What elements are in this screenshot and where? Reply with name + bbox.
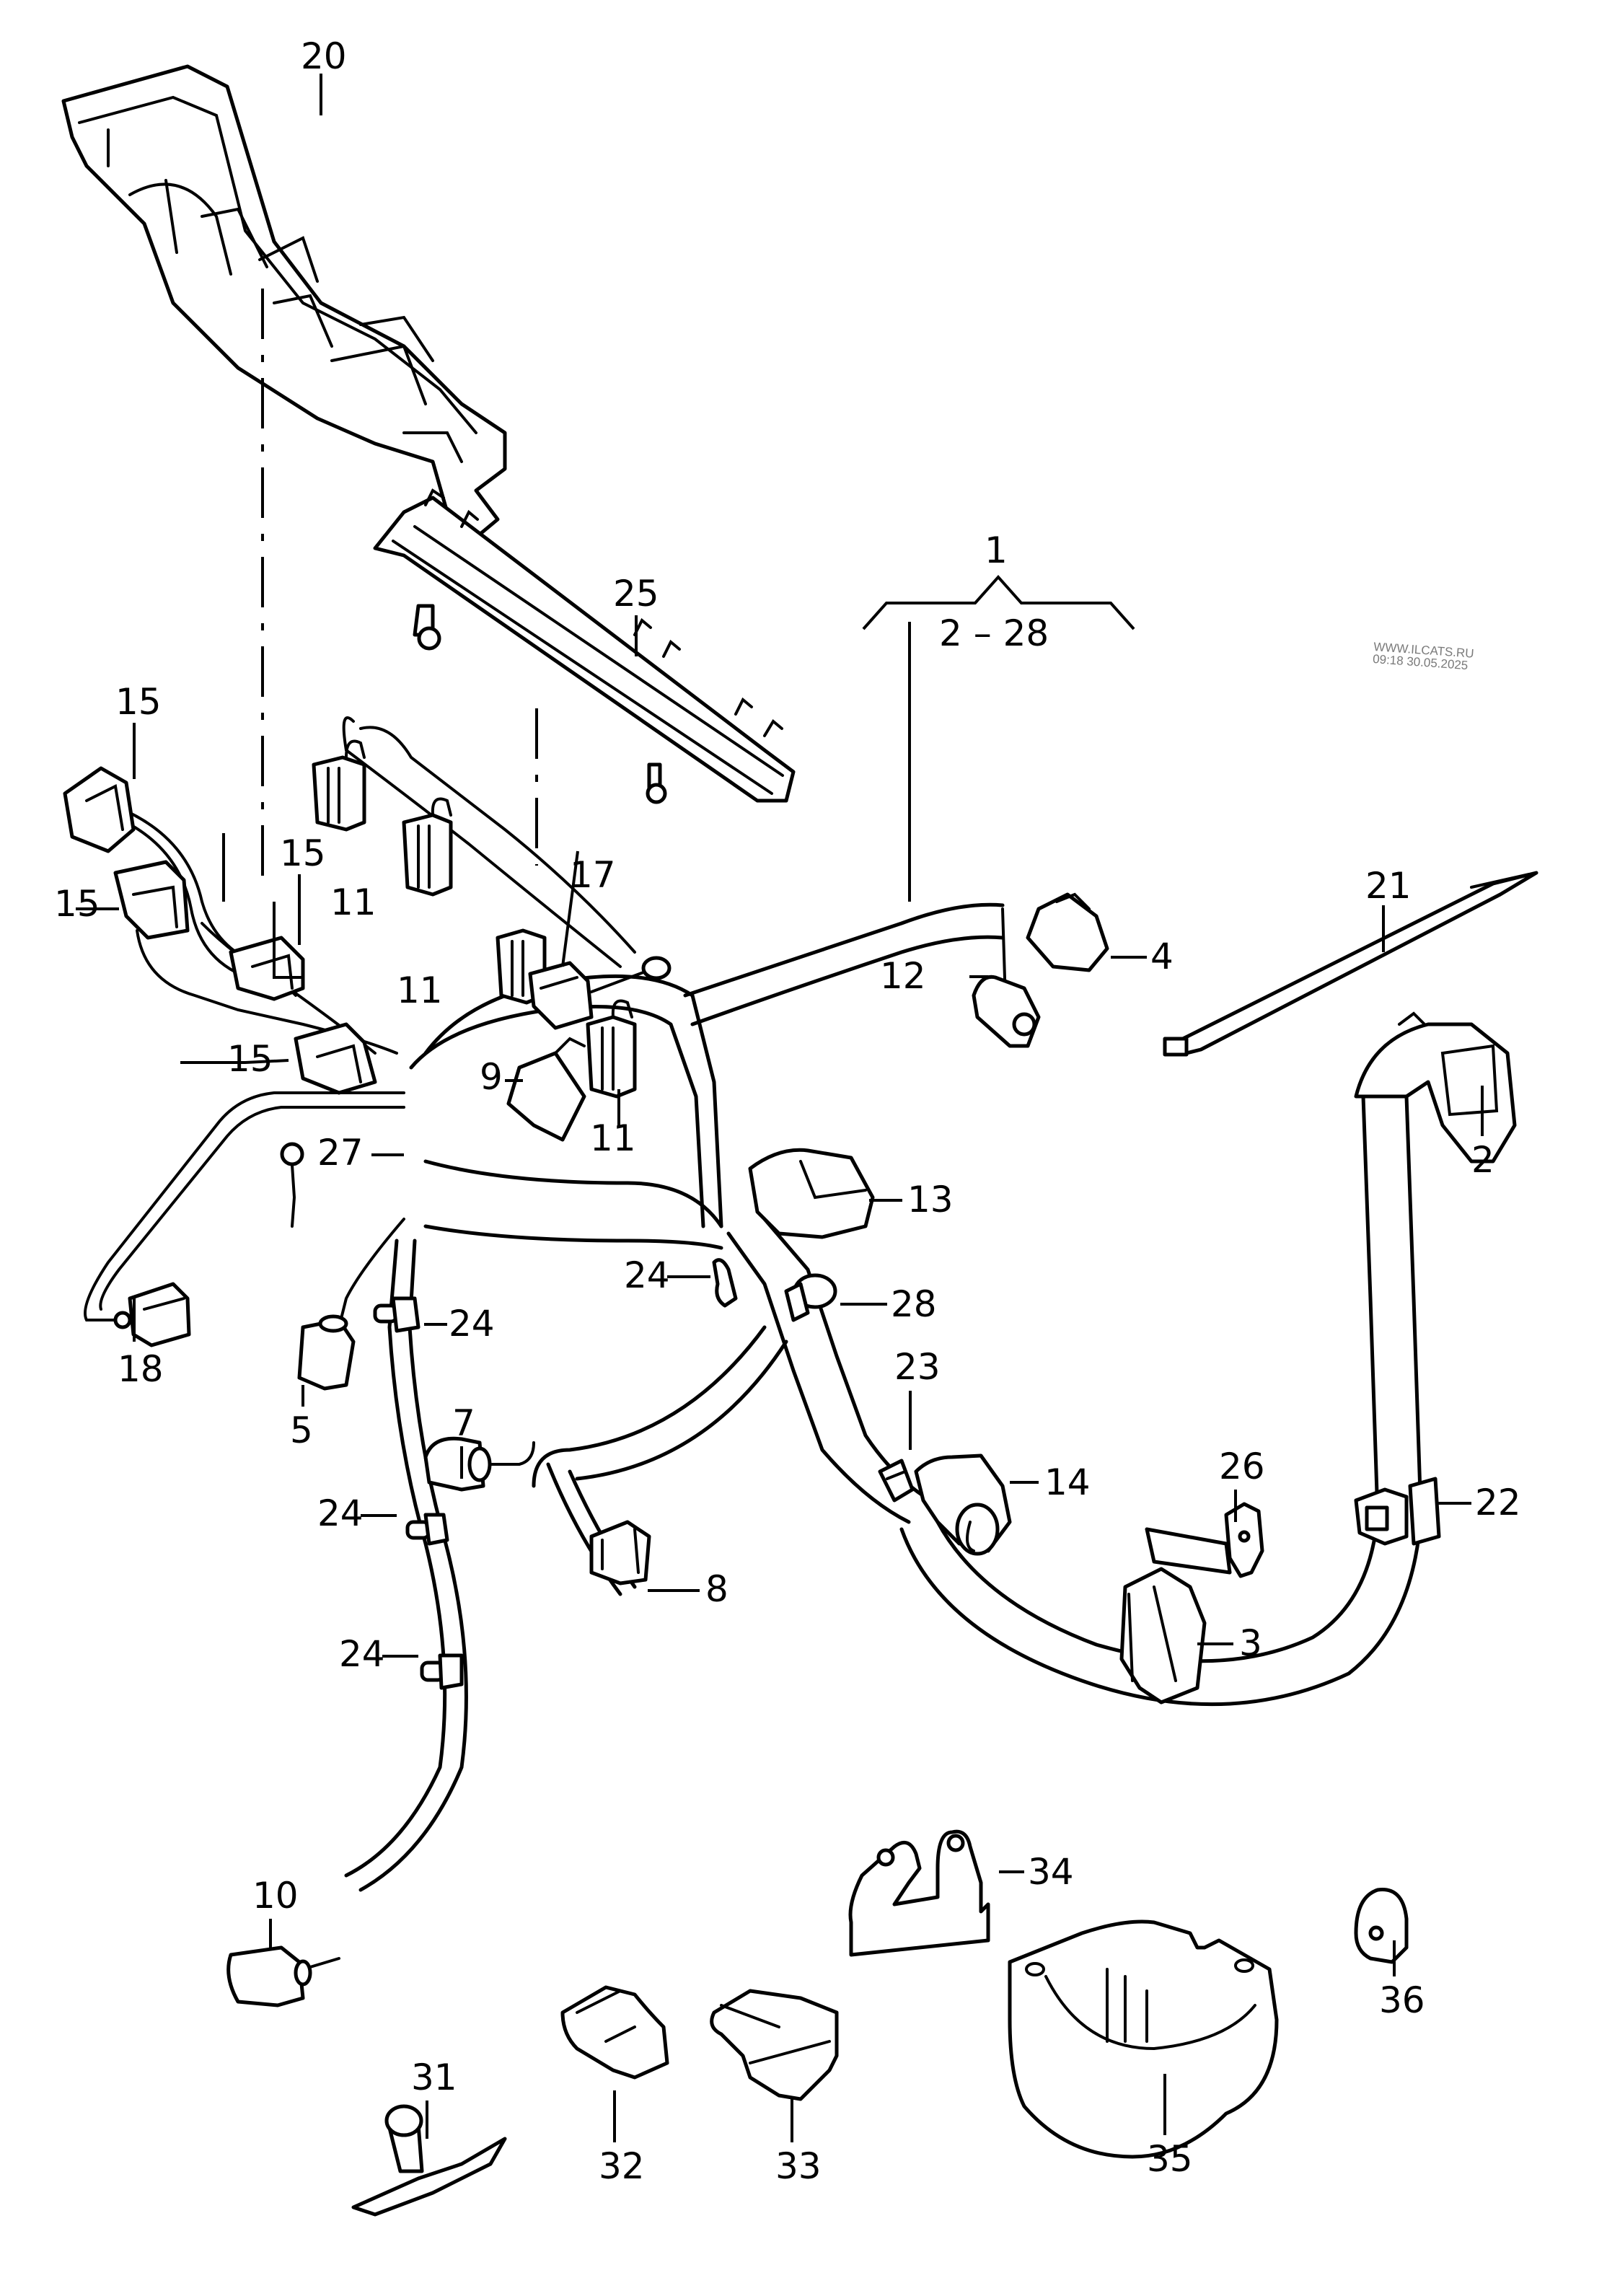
leader-lines [76, 74, 1484, 2142]
part-20-cover-tray[interactable] [61, 64, 507, 540]
callout-25[interactable]: 25 [613, 573, 659, 615]
callout-7[interactable]: 7 [452, 1402, 475, 1444]
wiring-harness [84, 716, 1423, 1892]
part-15-connector-d[interactable] [294, 1022, 377, 1095]
callout-17[interactable]: 17 [570, 854, 616, 896]
callout-27[interactable]: 27 [317, 1132, 364, 1174]
callout-labels: 1 2 – 28 20 25 15 15 15 15 11 11 11 17 9… [54, 35, 1521, 2187]
callout-24[interactable]: 24 [449, 1303, 495, 1345]
callout-15[interactable]: 15 [54, 883, 100, 925]
callout-15[interactable]: 15 [115, 681, 162, 723]
callout-11[interactable]: 11 [397, 969, 443, 1011]
part-24-clip-c[interactable] [405, 1513, 449, 1546]
part-15-connector-a[interactable] [63, 766, 136, 853]
callout-15[interactable]: 15 [227, 1038, 273, 1080]
part-24-clip-d[interactable] [420, 1653, 464, 1690]
part-34-bracket[interactable] [848, 1829, 990, 1957]
part-17-connector[interactable] [528, 956, 672, 1030]
callout-12[interactable]: 12 [880, 955, 926, 997]
part-3-connector[interactable] [1119, 1567, 1207, 1705]
callout-11[interactable]: 11 [590, 1117, 636, 1159]
part-32-clip[interactable] [560, 1985, 669, 2080]
callout-31[interactable]: 31 [411, 2057, 457, 2098]
callout-3[interactable]: 3 [1239, 1622, 1262, 1664]
part-14-connector[interactable] [914, 1453, 1012, 1556]
part-33-clip[interactable] [710, 1989, 839, 2101]
callout-10[interactable]: 10 [252, 1875, 299, 1917]
callout-2[interactable]: 2 [1471, 1139, 1494, 1181]
part-12-sensor-connector[interactable] [972, 907, 1041, 1048]
part-7-connector[interactable] [423, 1436, 535, 1492]
part-24-clip-a[interactable] [712, 1258, 738, 1308]
callout-11[interactable]: 11 [330, 881, 377, 923]
part-28-clip[interactable] [784, 1273, 837, 1322]
callout-35[interactable]: 35 [1147, 2138, 1193, 2180]
callout-32[interactable]: 32 [599, 2145, 645, 2187]
part-11-injector-connector-b[interactable] [402, 797, 453, 897]
part-15-connector-b[interactable] [113, 860, 190, 940]
callout-28[interactable]: 28 [891, 1283, 937, 1325]
part-22-holder[interactable] [1354, 1477, 1441, 1546]
callout-24[interactable]: 24 [624, 1254, 670, 1296]
callout-14[interactable]: 14 [1044, 1461, 1091, 1503]
part-4-connector[interactable] [1026, 892, 1109, 972]
callout-15[interactable]: 15 [280, 832, 326, 874]
callout-34[interactable]: 34 [1028, 1851, 1074, 1893]
part-36-p-clip[interactable] [1354, 1888, 1409, 1964]
part-10-connector[interactable] [226, 1945, 340, 2007]
part-35-cover-cap[interactable] [1008, 1919, 1279, 2159]
assembly-bracket-1 [862, 574, 1135, 902]
callout-9[interactable]: 9 [480, 1056, 503, 1098]
callout-33[interactable]: 33 [775, 2145, 822, 2187]
part-2-connector-bracket[interactable] [1354, 1011, 1517, 1164]
callout-22[interactable]: 22 [1475, 1482, 1521, 1523]
callout-24[interactable]: 24 [339, 1633, 385, 1675]
part-8-connector[interactable] [589, 1520, 651, 1585]
part-18-connector[interactable] [113, 1282, 191, 1347]
part-15-connector-c[interactable] [229, 936, 305, 1001]
callout-18[interactable]: 18 [118, 1348, 164, 1390]
part-25-connector-holder-rail[interactable] [373, 488, 796, 804]
callout-13[interactable]: 13 [907, 1179, 954, 1220]
part-26-bracket[interactable] [1145, 1502, 1264, 1578]
callout-8[interactable]: 8 [705, 1568, 728, 1610]
callout-2-28: 2 – 28 [939, 612, 1049, 654]
part-24-clip-b[interactable] [373, 1296, 421, 1333]
callout-24[interactable]: 24 [317, 1492, 364, 1534]
part-11-injector-connector-d[interactable] [586, 999, 637, 1099]
part-27-ring-terminal[interactable] [280, 1142, 304, 1228]
part-23-clip[interactable] [878, 1459, 915, 1503]
callout-5[interactable]: 5 [290, 1409, 313, 1451]
callout-36[interactable]: 36 [1379, 1979, 1425, 2021]
callout-26[interactable]: 26 [1219, 1446, 1265, 1487]
part-21-cable-tie[interactable] [1163, 871, 1538, 1057]
callout-21[interactable]: 21 [1365, 865, 1412, 907]
callout-20[interactable]: 20 [301, 35, 347, 77]
part-5-connector[interactable] [297, 1314, 356, 1391]
callout-4[interactable]: 4 [1150, 936, 1174, 977]
part-13-connector[interactable] [748, 1148, 875, 1239]
part-9-connector[interactable] [506, 1037, 586, 1142]
part-31-stud-clip[interactable] [351, 2104, 507, 2217]
callout-1[interactable]: 1 [985, 529, 1008, 571]
part-11-injector-connector-a[interactable] [312, 739, 366, 832]
callout-23[interactable]: 23 [894, 1346, 941, 1388]
